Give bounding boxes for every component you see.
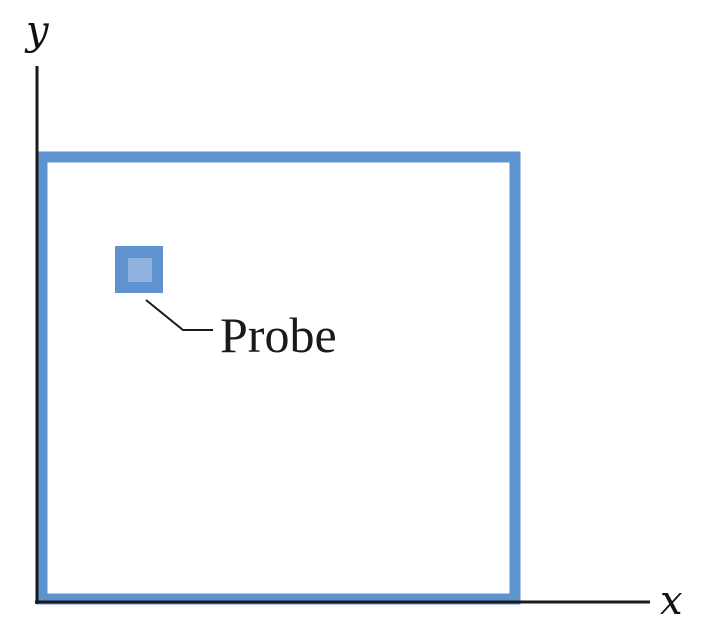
probe-leader-line xyxy=(145,299,213,331)
probe xyxy=(115,246,163,293)
region-square xyxy=(36,151,521,605)
x-axis-label: x xyxy=(660,578,683,624)
probe-label: Probe xyxy=(220,307,337,363)
probe-inner-square xyxy=(128,258,152,282)
y-axis-label: y xyxy=(24,8,50,54)
